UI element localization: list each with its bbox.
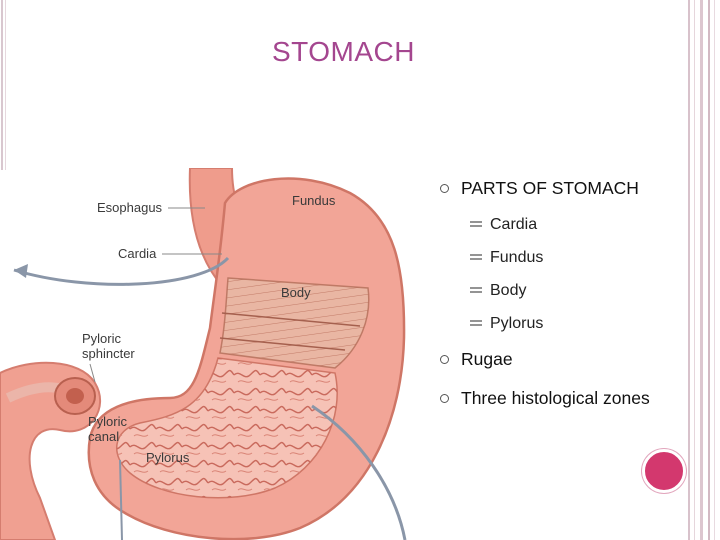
label-pyloric-canal-1: Pyloric	[88, 414, 128, 429]
label-pyloric-sphincter-2: sphincter	[82, 346, 135, 361]
label-body: Body	[281, 285, 311, 300]
dash-bullet-icon	[470, 287, 482, 293]
label-pylorus: Pylorus	[146, 450, 190, 465]
dash-bullet-icon	[470, 221, 482, 227]
sub-bullet-item: Pylorus	[438, 307, 688, 340]
label-pyloric-sphincter-1: Pyloric	[82, 331, 122, 346]
left-arrow	[13, 256, 230, 286]
slide-title: STOMACH	[272, 36, 415, 67]
circle-bullet-icon	[440, 184, 449, 193]
bullet-list: PARTS OF STOMACH Cardia Fundus Body Pylo…	[438, 175, 688, 412]
stomach-diagram: Esophagus Fundus Cardia Body Pyloric sph…	[0, 168, 407, 540]
decorative-dot	[642, 449, 686, 493]
label-esophagus: Esophagus	[97, 200, 163, 215]
dash-bullet-icon	[470, 320, 482, 326]
bullet-zones: Three histological zones	[438, 385, 688, 412]
sub-bullet-item: Body	[438, 274, 688, 307]
label-fundus: Fundus	[292, 193, 336, 208]
circle-bullet-icon	[440, 394, 449, 403]
dash-bullet-icon	[470, 254, 482, 260]
down-arrow	[311, 404, 407, 540]
circle-bullet-icon	[440, 355, 449, 364]
lower-line	[119, 459, 123, 540]
sub-bullet-item: Cardia	[438, 208, 688, 241]
bullet-parts-heading: PARTS OF STOMACH	[438, 175, 688, 202]
label-cardia: Cardia	[118, 246, 157, 261]
sub-bullet-item: Fundus	[438, 241, 688, 274]
label-pyloric-canal-2: canal	[88, 429, 119, 444]
right-frame-lines	[686, 0, 720, 540]
left-frame-lines	[0, 0, 9, 170]
bullet-rugae: Rugae	[438, 346, 688, 373]
